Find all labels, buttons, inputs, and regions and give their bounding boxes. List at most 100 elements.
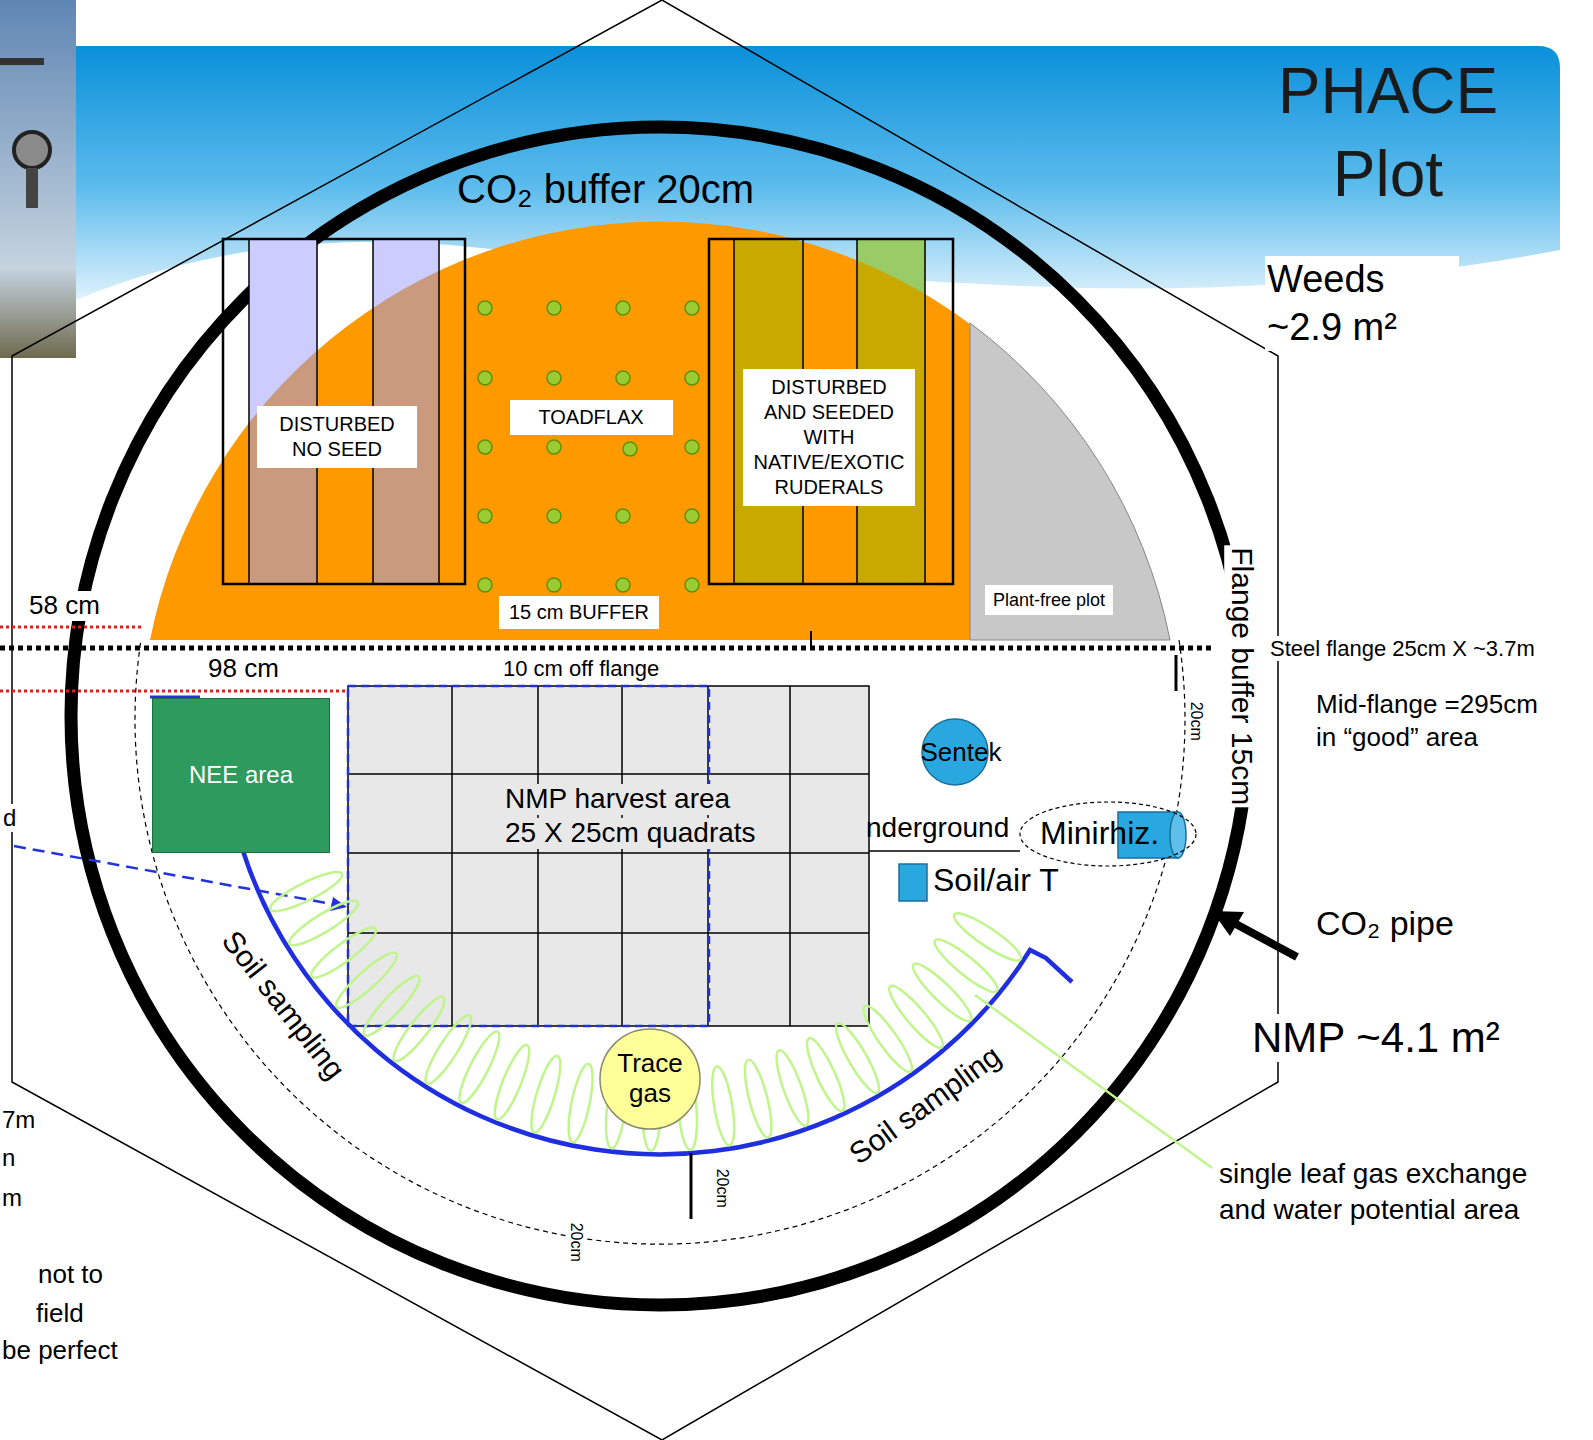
treatment-label: DISTURBED AND SEEDED WITH NATIVE/EXOTIC … bbox=[743, 369, 915, 506]
tick-mark bbox=[810, 631, 812, 648]
plot-label: Mid-flange =295cm in “good” area bbox=[1316, 688, 1556, 753]
temperature-sensor bbox=[899, 864, 927, 901]
label-anchor: Flange buffer 15cm bbox=[1225, 545, 1260, 807]
label-anchor: 58 cm bbox=[27, 591, 102, 621]
label-anchor: 98 cm bbox=[208, 654, 279, 684]
label-anchor: CO₂ pipe bbox=[1316, 904, 1454, 943]
label-anchor: Minirhiz. bbox=[1040, 815, 1159, 852]
nee-area: NEE area bbox=[152, 698, 330, 853]
leaf-loop bbox=[801, 1035, 851, 1115]
plant-dot bbox=[478, 301, 492, 315]
plot-frame bbox=[223, 239, 465, 584]
plant-dot bbox=[478, 578, 492, 592]
quadrat-grid bbox=[348, 686, 869, 1026]
plot-label: 20cm bbox=[1187, 701, 1205, 740]
label-anchor: Steel flange 25cm X ~3.7m bbox=[1268, 636, 1537, 661]
leaf-loop bbox=[929, 933, 1002, 998]
label-anchor: d bbox=[1, 804, 18, 832]
label-anchor: 20cm bbox=[567, 1220, 585, 1263]
label-anchor: 20cm bbox=[713, 1168, 731, 1207]
label-anchor: Soil/air T bbox=[933, 862, 1059, 899]
underground-line bbox=[869, 850, 1020, 852]
label-anchor: Sentek bbox=[921, 738, 1002, 768]
plot-label: 20cm bbox=[713, 1168, 731, 1207]
box-text: 15 cm BUFFER bbox=[509, 600, 649, 625]
plot-label: 7m bbox=[2, 1106, 35, 1134]
arrow-head bbox=[1212, 911, 1244, 936]
plot-label: Minirhiz. bbox=[1040, 815, 1159, 852]
photo-pipe bbox=[0, 58, 44, 65]
leaf-loop bbox=[771, 1047, 815, 1128]
plot-label: CO₂ pipe bbox=[1316, 904, 1454, 943]
tube-end bbox=[1170, 812, 1186, 858]
label-anchor: 10 cm off flange bbox=[503, 656, 659, 681]
harvest-subarea bbox=[348, 686, 709, 1026]
sampling-boundary bbox=[135, 640, 1185, 1244]
title-anchor: PHACE Plot bbox=[1258, 50, 1518, 216]
plant-dot bbox=[685, 509, 699, 523]
leaf-loop bbox=[387, 992, 450, 1066]
photo-post bbox=[26, 168, 38, 208]
photo-fragment bbox=[0, 0, 76, 358]
plot-label: d bbox=[1, 804, 18, 832]
box-text: DISTURBED AND SEEDED WITH NATIVE/EXOTIC … bbox=[749, 375, 909, 500]
box-text: Plant-free plot bbox=[993, 589, 1105, 612]
leaf-loop bbox=[331, 947, 402, 1014]
scale-bar bbox=[690, 1153, 693, 1219]
label-anchor: Mid-flange =295cm in “good” area bbox=[1316, 688, 1556, 753]
plot-title: PHACE Plot bbox=[1258, 50, 1518, 216]
dimension-line bbox=[0, 690, 345, 693]
plot-label: field bbox=[36, 1299, 84, 1329]
plant-dot bbox=[616, 578, 630, 592]
plant-dot bbox=[616, 509, 630, 523]
plot-ring bbox=[71, 127, 1249, 1305]
plot-label: 58 cm bbox=[27, 591, 102, 621]
plot-label: 98 cm bbox=[208, 654, 279, 684]
leaf-loop bbox=[907, 958, 977, 1027]
stripe-group bbox=[249, 239, 925, 584]
plot-label-box: Plant-free plot bbox=[985, 585, 1113, 616]
grid-lines bbox=[348, 686, 869, 1026]
label-anchor: single leaf gas exchange and water poten… bbox=[1219, 1156, 1559, 1229]
plot-label: single leaf gas exchange and water poten… bbox=[1219, 1156, 1559, 1229]
leaf-loop bbox=[857, 1001, 918, 1077]
label-anchor: NMP ~4.1 m² bbox=[1250, 1014, 1502, 1062]
leaf-loop bbox=[883, 981, 949, 1054]
plot-label: nderground bbox=[866, 812, 1009, 844]
hexagon-outline bbox=[12, 0, 1278, 1440]
plot-label: 10 cm off flange bbox=[503, 656, 659, 681]
toadflax-dots bbox=[478, 301, 699, 592]
trace-gas-circle: Trace gas bbox=[599, 1028, 701, 1130]
steel-flange bbox=[0, 646, 1212, 651]
treatment-label: TOADFLAX bbox=[510, 400, 673, 435]
plot-label: n bbox=[2, 1144, 15, 1172]
plot-label: Flange buffer 15cm bbox=[1225, 545, 1260, 807]
plant-dot bbox=[685, 578, 699, 592]
scale-bar bbox=[1175, 655, 1178, 691]
treatment-label: DISTURBED NO SEED bbox=[257, 406, 417, 468]
plant-dot bbox=[478, 509, 492, 523]
leaf-loop bbox=[949, 907, 1025, 967]
underground-zone bbox=[1020, 802, 1196, 866]
plot-label: Soil/air T bbox=[933, 862, 1059, 899]
leaf-loop bbox=[830, 1019, 886, 1097]
box-text: TOADFLAX bbox=[515, 405, 668, 430]
plant-dot bbox=[623, 442, 637, 456]
plant-dot bbox=[547, 578, 561, 592]
plant-dot bbox=[478, 371, 492, 385]
plant-dot bbox=[547, 509, 561, 523]
leaf-loop bbox=[526, 1053, 566, 1135]
label-anchor: nderground bbox=[866, 812, 1009, 844]
leaf-loop bbox=[740, 1058, 777, 1140]
circle-shape bbox=[600, 1029, 700, 1129]
leaf-loop bbox=[306, 921, 381, 983]
label-anchor: not to bbox=[38, 1260, 103, 1290]
circle-text-holder: Trace gas bbox=[613, 1049, 687, 1109]
plant-dot bbox=[547, 301, 561, 315]
label-anchor: 20cm bbox=[1187, 701, 1205, 740]
label-anchor: 7m bbox=[2, 1106, 35, 1134]
leaf-loop bbox=[453, 1028, 506, 1107]
plot-label: Steel flange 25cm X ~3.7m bbox=[1268, 636, 1537, 661]
plant-dot bbox=[616, 371, 630, 385]
